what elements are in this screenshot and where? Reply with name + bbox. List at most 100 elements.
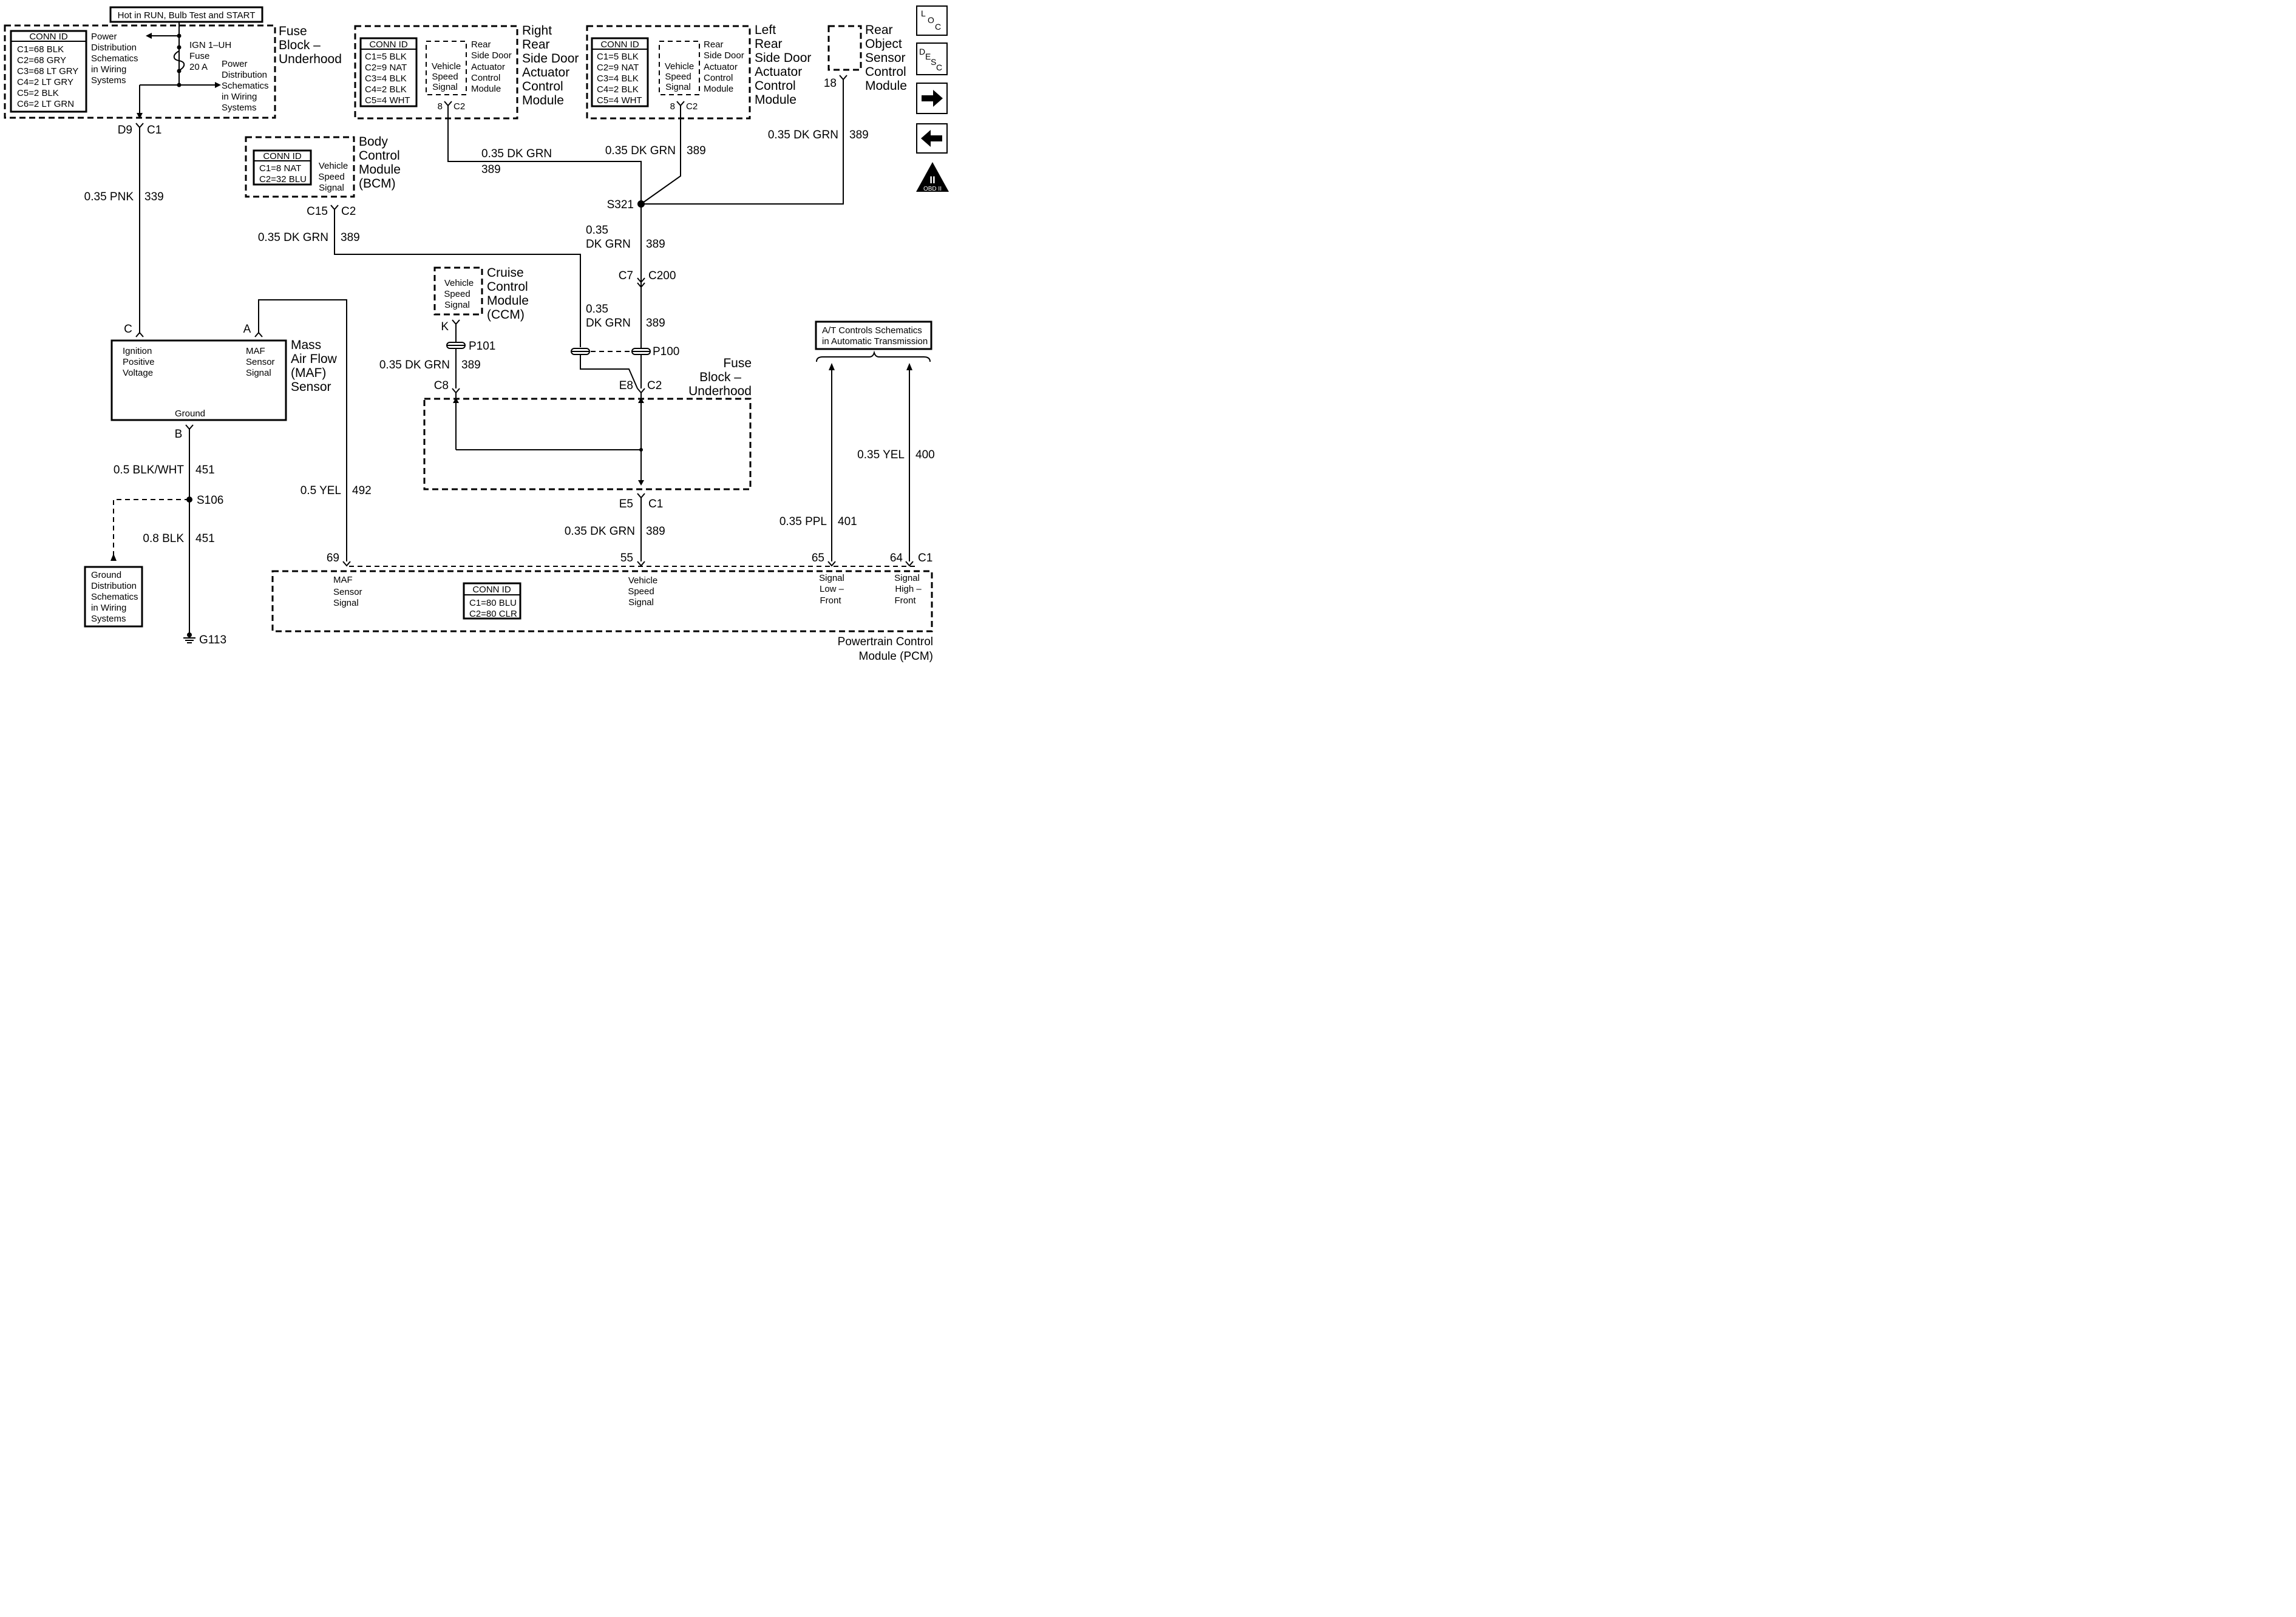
ground-ref-2: Distribution — [91, 581, 137, 591]
pd-ref-1-line-5[interactable]: Systems — [91, 75, 126, 86]
ccm-sig-2: Speed — [444, 289, 470, 299]
maf-sensor: C A Ignition Positive Voltage MAF Sensor… — [110, 323, 338, 441]
fuse-out-pin: D9 — [118, 124, 132, 137]
wire-yel492-gauge: 0.5 YEL — [301, 484, 341, 497]
fuse-conn-5: C5=2 BLK — [17, 88, 59, 98]
pd-ref-1-line-1[interactable]: Power — [91, 32, 117, 42]
p100-label: P100 — [653, 345, 679, 358]
rdoor-conn-header: CONN ID — [369, 39, 408, 50]
ldoor-title-6: Module — [755, 93, 796, 107]
bcm-sig-2: Speed — [318, 172, 344, 182]
ldoor-ref-4: Control — [704, 73, 733, 83]
ccm: Vehicle Speed Signal Cruise Control Modu… — [433, 266, 529, 333]
rdoor-conn-4: C4=2 BLK — [365, 84, 407, 95]
pcm-conn: C1 — [918, 552, 932, 564]
pcm-vss-2: Speed — [628, 586, 654, 597]
rear-title-5: Module — [865, 79, 907, 93]
pd-ref-2-line-4[interactable]: in Wiring — [222, 92, 257, 102]
pcm-title-2: Module (PCM) — [859, 650, 933, 663]
ldoor-conn-1: C1=5 BLK — [597, 52, 639, 62]
c200-label: C200 — [648, 270, 676, 282]
rdoor-title-5: Control — [522, 80, 563, 93]
ldoor-sig-3: Signal — [665, 82, 691, 92]
rdoor-ref-3: Actuator — [471, 62, 505, 72]
pd-ref-1-line-2[interactable]: Distribution — [91, 42, 137, 53]
p101-connector — [446, 342, 466, 349]
at-ref-box[interactable]: A/T Controls Schematics in Automatic Tra… — [815, 320, 932, 350]
desc-button[interactable]: D E S C — [916, 42, 948, 75]
pcm-conn-1: C1=80 BLU — [469, 598, 517, 608]
wire-c200-circuit: 389 — [646, 317, 665, 330]
maf-sig-2: Sensor — [246, 357, 275, 367]
fuse-out-conn: C1 — [147, 124, 161, 137]
fbm-conn-c1: C1 — [648, 498, 663, 510]
bcm-sig-3: Signal — [319, 183, 344, 193]
maf-ground-label: Ground — [175, 408, 205, 419]
wire-bcm-circuit: 389 — [341, 231, 360, 244]
ldoor-sig-2: Speed — [665, 72, 691, 82]
rdoor-ref-2: Side Door — [471, 50, 512, 61]
rdoor-sig-2: Speed — [432, 72, 458, 82]
maf-sig-1: MAF — [246, 346, 265, 356]
ccm-sig-3: Signal — [444, 300, 470, 310]
ccm-pin: K — [441, 320, 449, 333]
bcm-conn: C2 — [341, 205, 356, 218]
wire-rdoor-389 — [447, 106, 642, 204]
pd-ref-2-line-5[interactable]: Systems — [222, 103, 257, 113]
pcm-low-3: Front — [820, 595, 841, 606]
rdoor-sig-1: Vehicle — [432, 61, 461, 72]
ldoor-conn: C2 — [686, 101, 698, 112]
at-ref-2: in Automatic Transmission — [822, 336, 928, 347]
g113-label: G113 — [199, 634, 226, 646]
pcm-title-1: Powertrain Control — [838, 636, 933, 648]
forward-button[interactable] — [916, 83, 948, 114]
fbm-pin-e8: E8 — [619, 379, 633, 392]
hot-label: Hot in RUN, Bulb Test and START — [118, 10, 256, 21]
ldoor-ref-3: Actuator — [704, 62, 738, 72]
right-door-module: CONN ID C1=5 BLK C2=9 NAT C3=4 BLK C4=2 … — [354, 24, 579, 120]
maf-pin-a: A — [243, 323, 251, 336]
ldoor-ref-2: Side Door — [704, 50, 744, 61]
back-button[interactable] — [916, 123, 948, 154]
rear-title-1: Rear — [865, 23, 893, 37]
rdoor-conn: C2 — [453, 101, 465, 112]
obd-ii-button[interactable]: II OBD II — [916, 162, 949, 192]
ground-ref-box[interactable]: Ground Distribution Schematics in Wiring… — [84, 566, 143, 628]
pcm-high-3: Front — [894, 595, 916, 606]
ldoor-sig-1: Vehicle — [665, 61, 694, 72]
pd-ref-1-line-4[interactable]: in Wiring — [91, 64, 126, 75]
wire-blk-gauge: 0.8 BLK — [143, 532, 184, 545]
pd-ref-2-line-1[interactable]: Power — [222, 59, 248, 69]
p100-connector-right — [631, 348, 651, 355]
fuse-block-top-title-2: Block – — [279, 38, 321, 52]
fuse-label-2: Fuse — [189, 51, 209, 61]
ldoor-title-5: Control — [755, 79, 796, 93]
pd-ref-2-line-2[interactable]: Distribution — [222, 70, 267, 80]
wire-rear-gauge: 0.35 DK GRN — [768, 129, 838, 141]
fbm-title-3: Underhood — [688, 384, 752, 398]
wire-pnk-gauge: 0.35 PNK — [84, 191, 134, 203]
p100-connector-left — [571, 348, 590, 355]
rear-object-module: Rear Object Sensor Control Module 18 — [824, 23, 907, 93]
rear-title-4: Control — [865, 65, 906, 79]
rdoor-pin: 8 — [438, 101, 443, 112]
wire-yel400-circuit: 400 — [915, 449, 935, 461]
fbm-title-2: Block – — [699, 370, 741, 384]
ccm-title-1: Cruise — [487, 266, 524, 280]
pd-ref-2-line-3[interactable]: Schematics — [222, 81, 269, 91]
wire-c200-gauge-1: 0.35 — [586, 303, 608, 316]
fuse-block-top: Hot in RUN, Bulb Test and START Fuse Blo… — [4, 6, 342, 137]
fbm-pin-c8: C8 — [434, 379, 449, 392]
fbm-conn-c2: C2 — [647, 379, 662, 392]
pcm-high-1: Signal — [894, 573, 920, 583]
fuse-block-top-title-1: Fuse — [279, 24, 307, 38]
wire-s321-gauge-1: 0.35 — [586, 224, 608, 237]
rdoor-title-1: Right — [522, 24, 552, 38]
bcm: CONN ID C1=8 NAT C2=32 BLU Vehicle Speed… — [245, 135, 401, 218]
wire-bcm-389 — [334, 209, 581, 347]
ldoor-ref-1: Rear — [704, 39, 724, 50]
loc-button[interactable]: L O C — [916, 5, 948, 36]
pd-ref-1-line-3[interactable]: Schematics — [91, 53, 138, 64]
wire-s321-gauge-2: DK GRN — [586, 238, 631, 251]
rdoor-title-2: Rear — [522, 38, 550, 52]
